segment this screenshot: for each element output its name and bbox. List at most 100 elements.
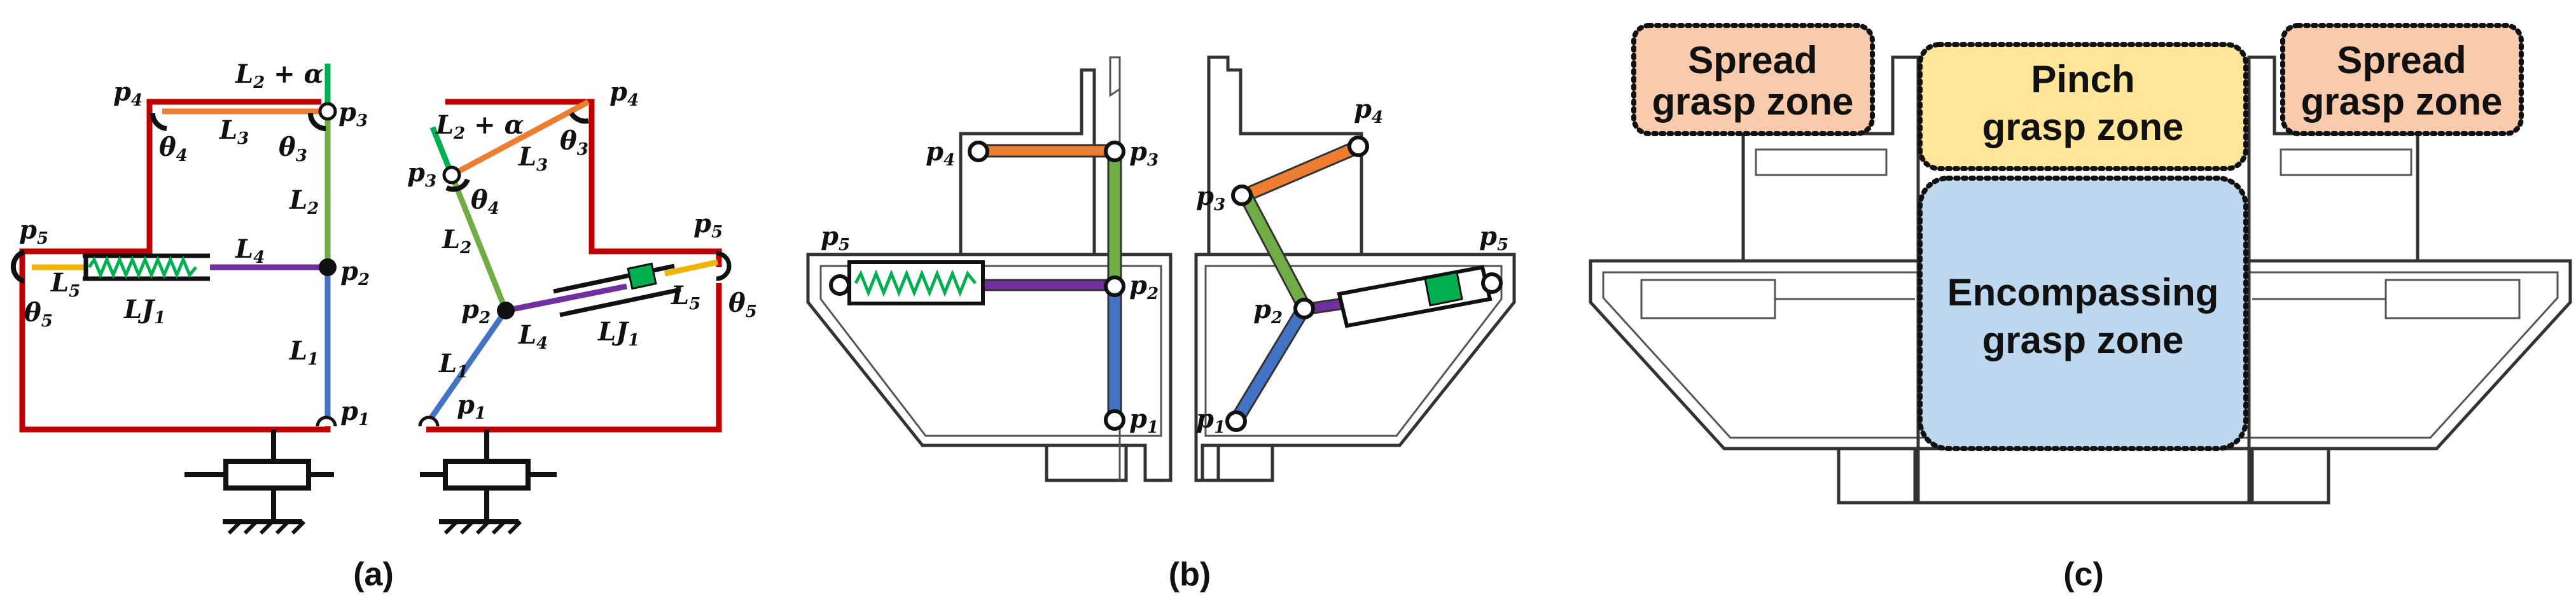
link-L2-mech-left [1107,151,1122,288]
panel-c-gripper [1589,55,2572,505]
label-LJ1-left: LJ1 [123,295,165,328]
housing-fin-left [1109,56,1121,97]
link-L2-mech-right [1237,191,1312,312]
angle-theta4-right [445,178,470,192]
zone-spread-right [2280,23,2524,136]
label-p2-right: p2 [461,295,491,328]
ground-support-left [184,429,334,535]
panel-a-right-diagram: p2 p1 p3 p4 p5 L1 L2 L3 L4 L5 LJ1 θ4 θ3 … [407,77,757,535]
angle-theta4-left [150,113,167,131]
caption-c: (c) [2063,556,2104,593]
label-p1-left: p1 [340,396,370,429]
right-base [2250,447,2330,505]
label-theta4-left: θ4 [159,132,188,165]
gripper-outer [1589,259,2572,450]
base-block-right [1201,443,1274,482]
label-theta5-left: θ5 [24,298,53,331]
label-p5-b-right: p5 [1479,221,1508,255]
joints-left [829,141,1125,431]
label-L2-alpha-right: L2 + α [435,110,524,143]
label-theta5-right: θ5 [728,288,757,321]
label-theta4-right: θ4 [471,185,499,218]
link-L3-mech-right [1238,140,1361,204]
zone-spread-left-line1: Spread [1688,39,1817,81]
label-p1-b-left: p1 [1129,404,1159,437]
joint-p1-left [316,415,337,427]
frame-right [426,99,722,433]
zone-spread-left-line2: grasp zone [1652,80,1854,123]
label-p3-b-right: p3 [1196,181,1225,214]
cylinder-right [1337,265,1493,328]
housing-inner-left [819,265,1162,437]
joint-p1-right [418,415,440,427]
label-p3-right: p3 [407,158,436,191]
label-L3-right: L3 [518,142,548,175]
label-LJ1-right: LJ1 [597,317,639,350]
label-p5-right: p5 [693,209,723,242]
ground-support-right [420,429,557,535]
link-L3-right [450,99,590,178]
housing-inner-right [1204,265,1503,437]
spring-mech-left [854,269,977,297]
angle-theta5-left [10,249,25,284]
label-L5-left: L5 [50,268,80,301]
housing-top-left [959,68,1096,255]
link-L2-right [449,174,509,312]
label-L1-left: L1 [289,336,319,369]
label-L2-alpha-left: L2 + α [235,59,323,92]
label-p1-b-right: p1 [1196,404,1225,437]
right-top-bar [2280,148,2412,176]
zone-pinch-line2: grasp zone [1982,106,2184,148]
grasp-zones: Spread grasp zone Pinch grasp zone Sprea… [1631,23,2524,451]
base-block-left [1045,443,1128,482]
label-L2-right: L2 [442,225,471,258]
label-p5-b-left: p5 [821,221,850,255]
housing-outer-left [806,253,1173,482]
zone-encompass-line1: Encompassing [1947,271,2219,314]
joint-p2-left [319,258,337,276]
joints-right [1225,136,1503,432]
link-L4-right [505,283,627,314]
label-p1-right: p1 [457,390,486,423]
label-p4-b-right: p4 [1354,94,1383,127]
link-L5-right [664,259,718,277]
link-L3-mech-left [975,144,1118,158]
housing-top-right [1207,55,1363,255]
panel-a-left-diagram: p2 p1 p3 p4 p5 L1 L2 L3 L4 L5 LJ1 θ4 θ3 … [10,59,370,535]
label-p4-b-left: p4 [926,137,955,170]
link-L4-mech-left [982,279,1118,291]
gripper-inner [1602,271,2559,439]
left-finger-housing [1741,55,1920,503]
housing-outer-right [1194,253,1516,482]
label-p3-b-left: p3 [1129,137,1159,170]
zone-encompass [1918,176,2248,451]
label-p2-left: p2 [340,256,370,290]
link-L1-mech-left [1107,288,1122,421]
linear-joint-LJ1-right [553,262,681,317]
zone-pinch-line1: Pinch [2031,58,2134,101]
label-L5-right: L5 [671,281,700,314]
panel-b-right-mechanism: p3 p4 p2 p1 p5 [1194,55,1516,482]
label-L3-left: L3 [219,115,249,148]
right-finger-housing [2247,55,2419,503]
label-theta3-left: θ3 [279,132,307,165]
right-cylinder [2385,279,2521,319]
zone-pinch [1918,42,2248,171]
caption-b: (b) [1169,556,1211,593]
panel-b-left-mechanism: p4 p3 p2 p1 p5 [806,56,1173,482]
label-theta3-right: θ3 [560,126,588,159]
label-L1-right: L1 [438,349,468,382]
joint-p5-right [716,251,732,281]
zone-spread-left [1631,23,1875,136]
left-base [1837,447,1917,505]
spring-block-right [627,262,657,290]
joint-p3-left [318,102,337,121]
spring-left [87,255,197,279]
label-L2-left: L2 [289,185,319,218]
center-base [1916,447,2251,505]
angle-theta3-right [569,111,589,124]
zone-spread-right-line2: grasp zone [2301,80,2503,123]
label-p4-left: p4 [113,77,143,110]
label-p3-left: p3 [338,97,368,130]
